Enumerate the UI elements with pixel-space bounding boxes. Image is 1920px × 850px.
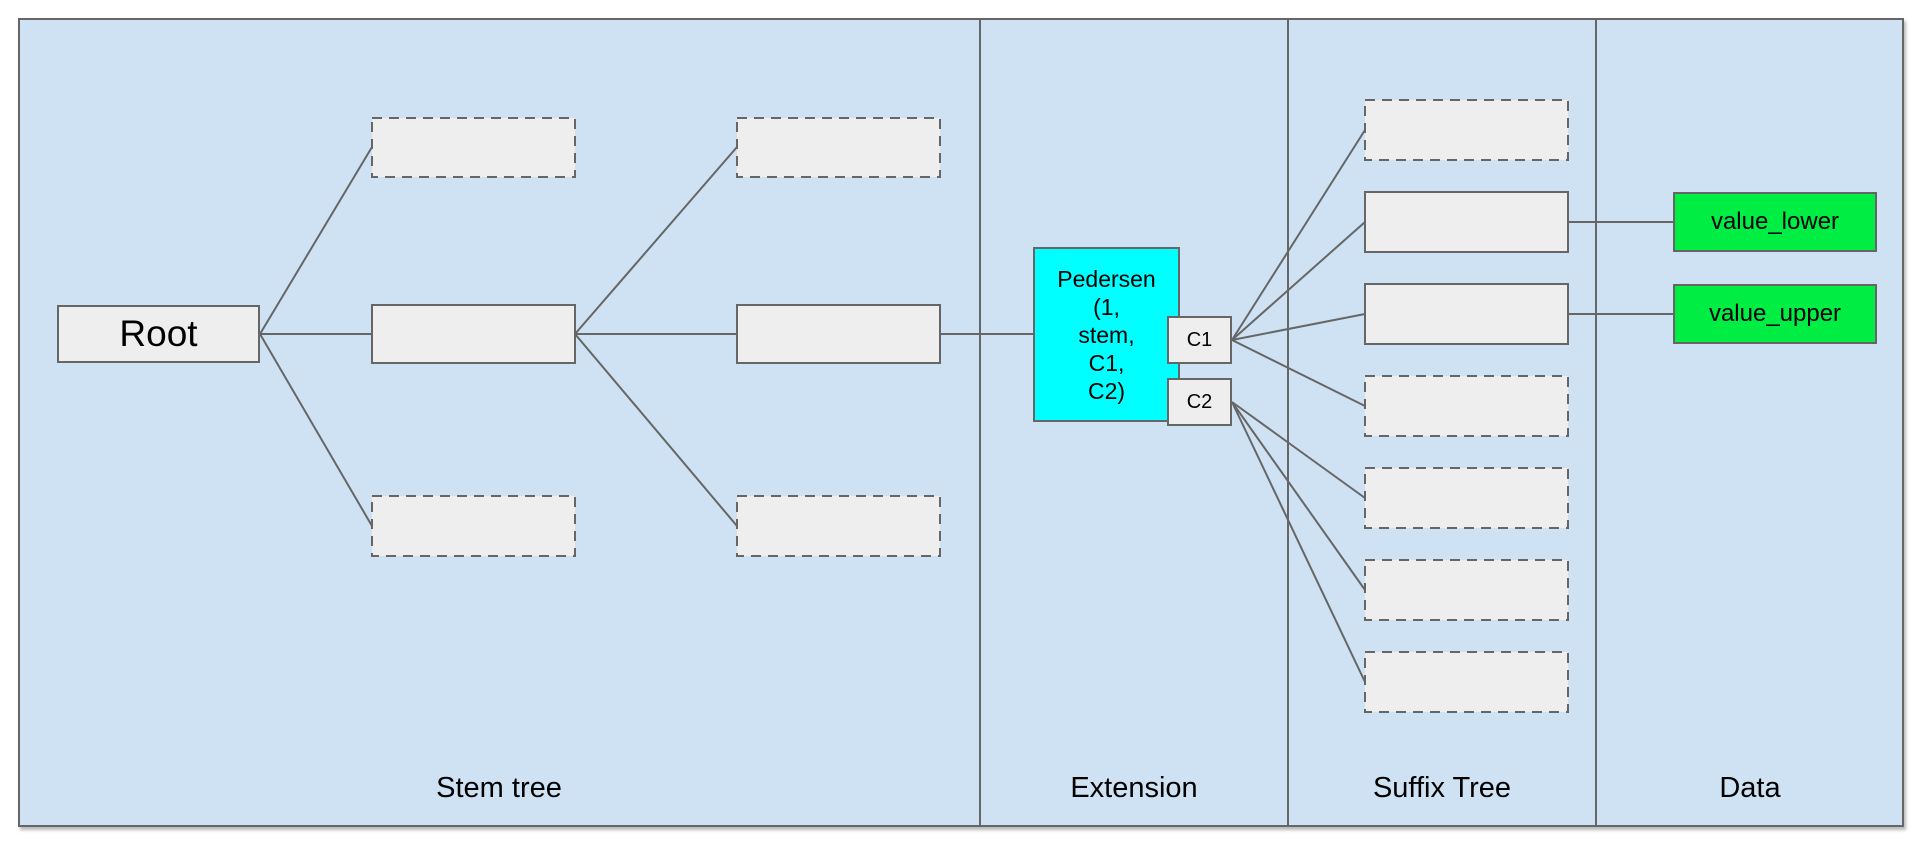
pedersen-label-line: Pedersen bbox=[1057, 265, 1156, 292]
stem-node-l2-middle bbox=[371, 304, 576, 364]
lane-label-stem-tree: Stem tree bbox=[436, 772, 562, 804]
lane-label-data: Data bbox=[1719, 772, 1781, 804]
c2-port-label: C2 bbox=[1186, 390, 1213, 413]
pedersen-label-line: C2) bbox=[1087, 377, 1126, 404]
stem-node-l2-top-placeholder bbox=[371, 117, 576, 178]
value-lower-label: value_lower bbox=[1710, 208, 1840, 235]
pedersen-extension-node: Pedersen (1, stem, C1, C2) bbox=[1033, 247, 1180, 422]
value-upper-node: value_upper bbox=[1673, 284, 1877, 344]
value-upper-label: value_upper bbox=[1708, 300, 1842, 327]
edge-c1-suffix4 bbox=[1231, 339, 1366, 407]
c1-port-node: C1 bbox=[1167, 316, 1232, 364]
suffix-node-2 bbox=[1364, 191, 1569, 253]
stem-node-l3-middle bbox=[736, 304, 941, 364]
edge-c2-suffix5 bbox=[1231, 401, 1366, 499]
edge-c1-suffix2 bbox=[1231, 221, 1366, 341]
edge-c2-suffix7 bbox=[1231, 401, 1366, 683]
stem-node-l3-top-placeholder bbox=[736, 117, 941, 178]
root-node-label: Root bbox=[119, 313, 198, 354]
edge-c1-suffix1 bbox=[1231, 129, 1366, 341]
pedersen-label-line: stem, bbox=[1078, 321, 1135, 348]
suffix-node-4-placeholder bbox=[1364, 375, 1569, 437]
suffix-node-7-placeholder bbox=[1364, 651, 1569, 713]
c2-port-node: C2 bbox=[1167, 378, 1232, 426]
edge-root-l2bottom bbox=[259, 333, 373, 527]
edge-l2mid-l3bottom bbox=[574, 333, 738, 527]
c1-port-label: C1 bbox=[1186, 328, 1213, 351]
suffix-node-6-placeholder bbox=[1364, 559, 1569, 621]
stem-node-l2-bottom-placeholder bbox=[371, 495, 576, 557]
value-lower-node: value_lower bbox=[1673, 192, 1877, 252]
edge-root-l2top bbox=[259, 146, 373, 335]
edge-l2mid-l3top bbox=[574, 146, 738, 335]
edge-c2-suffix6 bbox=[1231, 401, 1366, 591]
lane-label-extension: Extension bbox=[1070, 772, 1198, 804]
suffix-node-3 bbox=[1364, 283, 1569, 345]
diagram-canvas bbox=[18, 18, 1904, 827]
lane-label-suffix-tree: Suffix Tree bbox=[1372, 772, 1512, 804]
suffix-node-5-placeholder bbox=[1364, 467, 1569, 529]
pedersen-label-line: (1, bbox=[1093, 293, 1120, 320]
edge-c1-suffix3 bbox=[1231, 313, 1366, 341]
suffix-node-1-placeholder bbox=[1364, 99, 1569, 161]
stem-node-l3-bottom-placeholder bbox=[736, 495, 941, 557]
pedersen-label-line: C1, bbox=[1088, 349, 1125, 376]
root-node: Root bbox=[57, 305, 260, 363]
